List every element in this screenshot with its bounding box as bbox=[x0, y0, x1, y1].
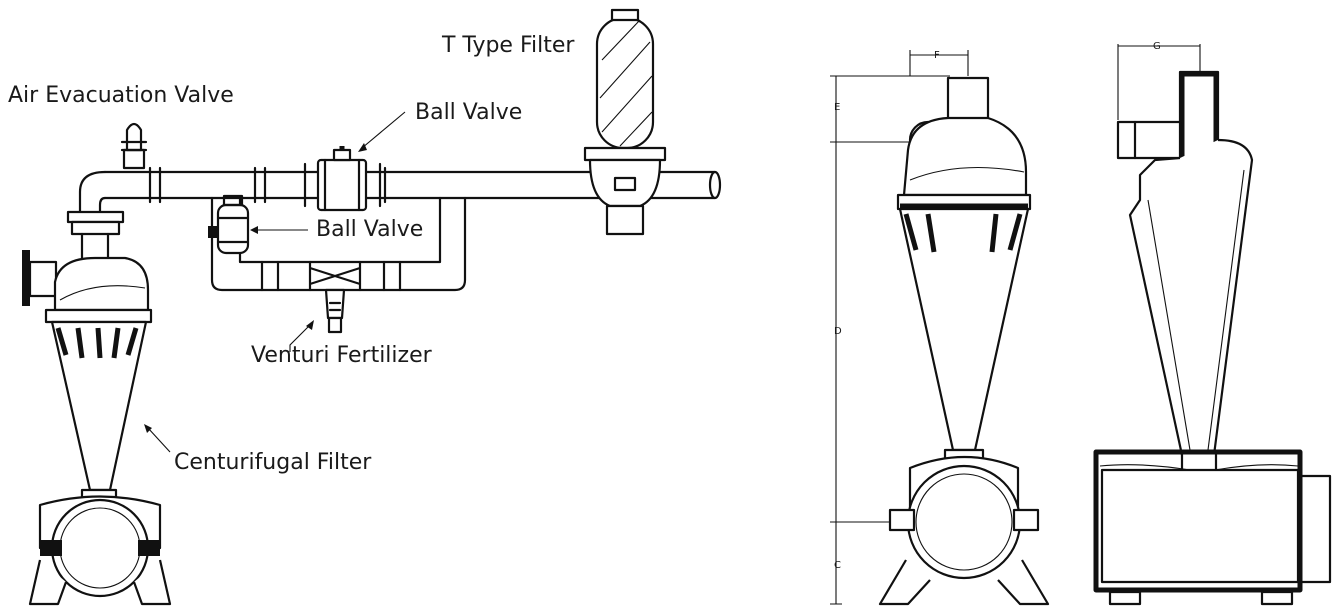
side-view: G bbox=[1093, 41, 1332, 606]
dimension-e-label: E bbox=[834, 102, 840, 113]
label-t-type-filter: T Type Filter bbox=[441, 33, 575, 58]
ball-valve-top bbox=[303, 146, 382, 212]
riser-pipe bbox=[66, 210, 125, 260]
label-air-evacuation-valve: Air Evacuation Valve bbox=[8, 83, 234, 108]
air-evacuation-valve bbox=[120, 122, 148, 170]
label-venturi-fertilizer: Venturi Fertilizer bbox=[251, 343, 433, 368]
dimension-f-label: F bbox=[934, 50, 940, 61]
dimension-d-label: D bbox=[834, 326, 842, 337]
t-type-filter bbox=[583, 8, 667, 236]
front-view: E D C F bbox=[830, 50, 1050, 606]
label-ball-valve-side: Ball Valve bbox=[316, 217, 423, 242]
dimension-c-label: C bbox=[834, 560, 841, 571]
centrifugal-filter bbox=[22, 250, 172, 606]
label-centrifugal-filter: Centurifugal Filter bbox=[174, 450, 372, 475]
ball-valve-side bbox=[208, 194, 250, 255]
filtration-assembly: T Type Filter Air Evacuation Valve Ball … bbox=[8, 8, 722, 606]
leader-lines bbox=[144, 111, 406, 453]
label-ball-valve-top: Ball Valve bbox=[415, 100, 522, 125]
dimension-g-label: G bbox=[1153, 41, 1161, 52]
